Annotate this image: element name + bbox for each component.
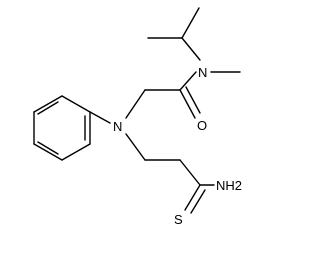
atom-label-o: O xyxy=(197,118,207,133)
atom-n-amide: N xyxy=(198,65,207,80)
benzene-ring xyxy=(33,95,91,161)
atom-label-nh2: NH2 xyxy=(216,178,242,193)
atom-n-aniline: N xyxy=(113,119,122,134)
ring-bond xyxy=(33,143,63,161)
bond-isopropyl-me2 xyxy=(181,7,200,39)
bond-n-isopropyl xyxy=(181,37,201,61)
bond-carbonyl-n xyxy=(179,71,197,91)
bond-n-ch2-chain xyxy=(125,133,146,161)
bond-ring-n xyxy=(89,111,111,124)
ring-bond xyxy=(61,143,91,161)
ring-bond xyxy=(33,95,63,113)
bond-chain-2 xyxy=(179,159,201,186)
bond-c-s xyxy=(184,184,201,211)
bond-carbonyl-o-double xyxy=(185,86,201,114)
atom-nh2: NH2 xyxy=(216,178,242,193)
ring-double-bond xyxy=(37,101,59,115)
ring-double-bond xyxy=(37,141,59,155)
atom-label-n-amide: N xyxy=(198,65,207,80)
ring-bond xyxy=(61,95,91,113)
atom-s: S xyxy=(174,212,183,227)
molecule-diagram: N O N NH2 S xyxy=(33,7,242,227)
bond-c-s-double xyxy=(190,189,206,214)
bond-carbonyl-o xyxy=(179,89,196,119)
structure-canvas: N O N NH2 S xyxy=(33,7,243,227)
atom-label-n-aniline: N xyxy=(113,119,122,134)
bond-n-ch2 xyxy=(125,89,146,119)
atom-label-s: S xyxy=(174,212,183,227)
atom-o-carbonyl: O xyxy=(197,118,207,133)
